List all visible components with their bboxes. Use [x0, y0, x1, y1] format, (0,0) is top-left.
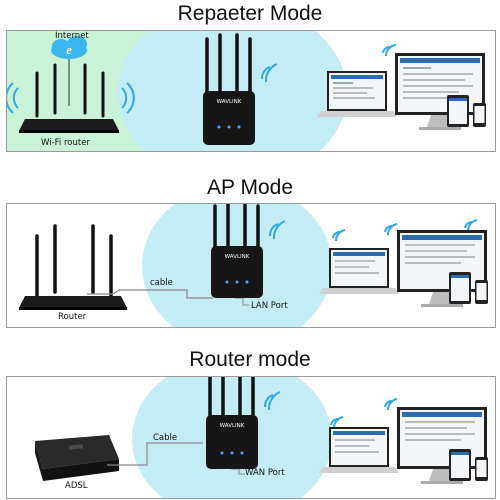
ap-mode-panel: WAVLINK	[6, 203, 496, 328]
adsl-label: ADSL	[65, 481, 88, 491]
router-mode-diagram: WAVLINK	[7, 377, 495, 498]
client-devices	[317, 53, 486, 130]
cable-label: cable	[150, 278, 173, 288]
router-icon	[19, 224, 127, 310]
ethernet-cable	[87, 289, 213, 299]
wavlink-router-icon: WAVLINK	[206, 377, 258, 469]
monitor-icon	[395, 53, 485, 130]
tablet-icon	[447, 95, 469, 127]
svg-text:WAVLINK: WAVLINK	[217, 99, 242, 105]
repeater-mode-title: Repaeter Mode	[177, 2, 323, 25]
wifi-router-icon	[19, 63, 119, 133]
phone-icon	[475, 280, 488, 304]
router-mode-panel: WAVLINK	[6, 376, 496, 499]
client-devices	[319, 230, 488, 307]
laptop-icon	[319, 248, 399, 294]
wavlink-ap-icon: WAVLINK	[211, 204, 263, 298]
repeater-mode-diagram: e WAVLINK	[7, 31, 495, 151]
cable-label: Cable	[153, 433, 178, 443]
adsl-modem-icon	[35, 435, 119, 481]
svg-text:WAVLINK: WAVLINK	[220, 423, 245, 429]
laptop-icon	[317, 71, 397, 117]
svg-text:WAVLINK: WAVLINK	[225, 254, 250, 260]
monitor-icon	[397, 230, 487, 307]
lan-port-label: LAN Port	[251, 301, 288, 311]
client-devices	[319, 407, 488, 484]
ethernet-cable	[107, 442, 203, 466]
phone-icon	[473, 103, 486, 127]
ap-mode-diagram: WAVLINK	[7, 204, 495, 327]
wifi-signal-icon	[7, 82, 135, 114]
internet-label: Internet	[55, 31, 89, 41]
tablet-icon	[449, 272, 471, 304]
internet-cloud-icon: e	[51, 36, 87, 59]
wifi-router-label: Wi-Fi router	[41, 138, 90, 148]
ap-mode-title: AP Mode	[207, 176, 293, 199]
wavlink-repeater-icon: WAVLINK	[203, 33, 255, 145]
router-mode-title: Router mode	[189, 348, 311, 371]
phone-icon	[475, 457, 488, 481]
repeater-mode-panel: e WAVLINK	[6, 30, 496, 152]
tablet-icon	[449, 449, 471, 481]
svg-text:e: e	[66, 42, 72, 57]
wan-port-label: WAN Port	[245, 468, 285, 478]
laptop-icon	[319, 427, 399, 473]
router-label: Router	[58, 312, 87, 322]
wifi-signal-icon	[261, 44, 397, 83]
